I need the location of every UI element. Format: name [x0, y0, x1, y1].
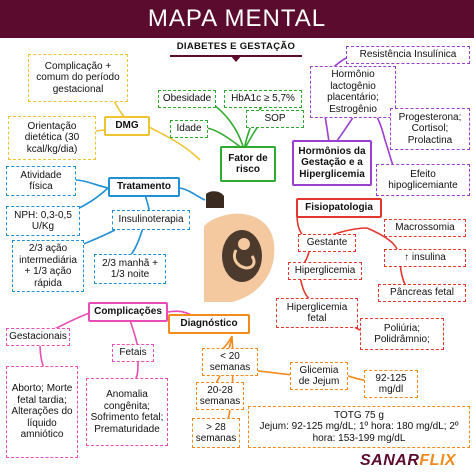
page-title: MAPA MENTAL [147, 5, 327, 32]
risk-hba1c: HbA1c ≥ 5,7% [224, 90, 302, 108]
risk-sop: SOP [246, 110, 304, 128]
page-subtitle: DIABETES E GESTAÇÃO [176, 41, 296, 52]
treatment-acao-intermediaria: 2/3 ação intermediária + 1/3 ação rápida [12, 240, 84, 292]
complication-gestacionais: Gestacionais [6, 328, 70, 346]
diagnosis-menos-20-semanas: < 20 semanas [202, 348, 258, 376]
treatment-atividade-fisica: Atividade física [6, 166, 76, 196]
physio-macrossomia: Macrossomia [384, 219, 466, 237]
physio-insulina: ↑ insulina [384, 249, 466, 267]
tratamento-hub: Tratamento [108, 177, 180, 197]
complication-fetais-list: Anomalia congênita; Sofrimento fetal; Pr… [86, 378, 168, 446]
hormone-efeito-hipoglicemiante: Efeito hipoglicemiante [376, 164, 470, 196]
connector-complicacoes [39, 310, 197, 381]
hormonios-hub: Hormônios da Gestação e a Hiperglicemia [292, 140, 372, 186]
hormone-resistencia-insulinica: Resistência Insulínica [346, 46, 470, 64]
fisiopatologia-hub: Fisiopatologia [296, 198, 382, 218]
hormone-progesterona: Progesterona; Cortisol; Prolactina [390, 108, 470, 150]
complication-fetais: Fetais [112, 344, 154, 362]
dmg-definition-box: Complicação + comum do período gestacion… [28, 54, 128, 102]
logo-part-sanar: SANAR [360, 452, 420, 469]
treatment-nph: NPH: 0,3-0,5 U/Kg [6, 206, 80, 236]
connector-fisiopatologia [296, 206, 411, 331]
treatment-manha-noite: 2/3 manhã + 1/3 noite [94, 254, 166, 284]
physio-poliuria: Poliúria; Polidrâmnio; [360, 318, 444, 350]
diagnosis-20-28-semanas: 20-28 semanas [196, 382, 244, 410]
risk-idade: Idade [170, 120, 208, 138]
treatment-insulinoterapia: Insulinoterapia [112, 210, 190, 230]
diagnosis-mais-28-semanas: > 28 semanas [192, 418, 240, 448]
fator-risco-hub: Fator de risco [220, 146, 276, 182]
physio-hiperglicemia: Hiperglicemia [288, 262, 362, 280]
dmg-orientation-box: Orientação dietética (30 kcal/kg/dia) [8, 116, 96, 160]
physio-gestante: Gestante [298, 234, 356, 252]
header-bar: MAPA MENTAL [0, 0, 474, 38]
physio-pancreas-fetal: Pâncreas fetal [378, 284, 466, 302]
logo-part-flix: FLIX [419, 452, 457, 469]
hormone-lactogenio: Hormônio lactogênio placentário; Estrogê… [310, 66, 396, 118]
brand-logo: SANARFLIX [360, 452, 456, 470]
complicacoes-hub: Complicações [88, 302, 168, 322]
diagnosis-glicemia-range: 92-125 mg/dl [364, 370, 418, 398]
complication-gestacionais-list: Aborto; Morte fetal tardia; Alterações d… [6, 366, 78, 458]
dmg-hub: DMG [104, 116, 150, 136]
diagnosis-totg: TOTG 75 g Jejum: 92-125 mg/dL; 1º hora: … [248, 406, 470, 448]
pregnant-woman-icon [204, 186, 275, 302]
physio-hiperglicemia-fetal: Hiperglicemia fetal [276, 298, 358, 328]
risk-obesidade: Obesidade [158, 90, 216, 108]
diagnosis-glicemia-jejum: Glicemia de Jejum [290, 362, 348, 390]
subtitle-arrow-icon [230, 55, 242, 62]
diagnostico-hub: Diagnóstico [168, 314, 250, 334]
